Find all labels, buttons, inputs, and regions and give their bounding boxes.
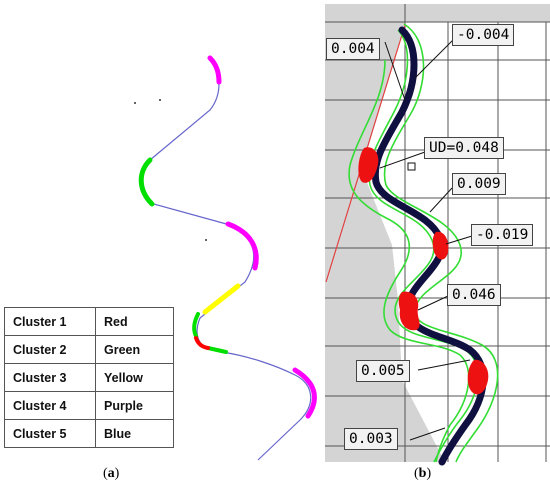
panel-a — [134, 55, 317, 461]
cluster-color: Blue — [95, 419, 174, 448]
envelope-left — [348, 59, 470, 463]
deviation-label: -0.004 — [452, 24, 515, 46]
caption-a-letter: a — [107, 466, 115, 481]
cluster-4-segment — [207, 55, 222, 85]
cluster-color: Green — [95, 335, 174, 364]
cluster-1-segment — [194, 336, 210, 350]
red-blob — [398, 291, 420, 331]
deviation-label: 0.005 — [356, 360, 410, 382]
table-row: Cluster 3 Yellow — [4, 363, 174, 392]
table-row: Cluster 1 Red — [4, 307, 174, 336]
cluster-4-segment — [225, 221, 259, 271]
cluster-color: Red — [95, 307, 174, 336]
gray-region-lower — [325, 22, 445, 462]
cluster-2-segment — [206, 346, 228, 354]
caption-b-letter: b — [418, 466, 427, 481]
square-marker — [407, 162, 416, 171]
table-row: Cluster 4 Purple — [4, 391, 174, 420]
deviation-label: 0.046 — [447, 284, 501, 306]
envelope-inner — [368, 29, 479, 463]
cluster-name: Cluster 2 — [4, 335, 96, 364]
deviation-label: -0.019 — [471, 224, 534, 246]
table-row: Cluster 2 Green — [4, 335, 174, 364]
red-blob — [358, 147, 379, 183]
dot-marker — [134, 102, 136, 104]
dot-marker — [159, 99, 161, 101]
cluster-legend-table: Cluster 1 Red Cluster 2 Green Cluster 3 … — [4, 307, 174, 448]
deviation-label: 0.003 — [344, 428, 398, 450]
table-row: Cluster 5 Blue — [4, 419, 174, 448]
cluster-4-segment — [292, 367, 317, 419]
cluster-name: Cluster 1 — [4, 307, 96, 336]
cluster-name: Cluster 5 — [4, 419, 96, 448]
cluster-name: Cluster 3 — [4, 363, 96, 392]
deviation-label: 0.009 — [452, 173, 506, 195]
leader-lines — [379, 37, 473, 441]
cluster-color: Yellow — [95, 363, 174, 392]
envelope-outer — [383, 23, 499, 463]
deviation-label: UD=0.048 — [424, 137, 504, 159]
red-blob — [467, 359, 489, 395]
cluster-3-segment — [202, 283, 241, 315]
dot-marker — [205, 239, 207, 241]
caption-b: (b) — [414, 466, 432, 481]
cluster-name: Cluster 4 — [4, 391, 96, 420]
cluster-color: Purple — [95, 391, 174, 420]
caption-a: (a) — [103, 466, 120, 481]
deviation-label: 0.004 — [326, 38, 380, 60]
red-blob — [432, 231, 449, 260]
cluster-2-segment — [138, 157, 155, 207]
measured-path — [371, 26, 487, 466]
cluster-2-segment — [192, 312, 200, 338]
